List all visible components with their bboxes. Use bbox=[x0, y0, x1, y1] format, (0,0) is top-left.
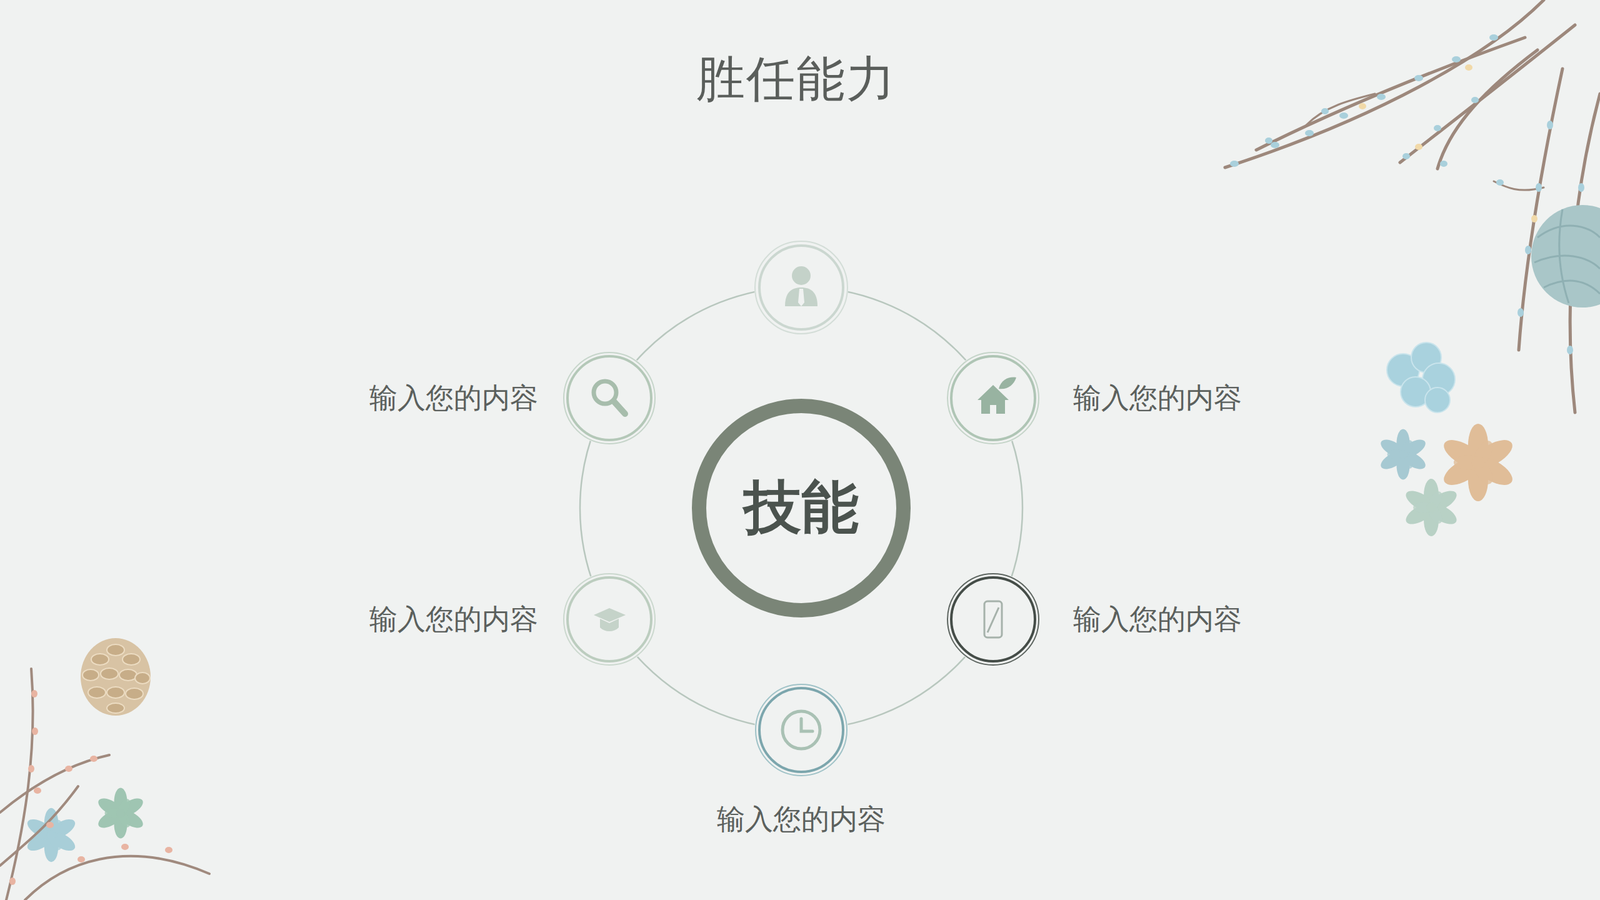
graduation-cap-icon bbox=[593, 608, 626, 632]
succulent bbox=[1378, 429, 1429, 480]
branch-decoration bbox=[1225, 0, 1600, 413]
icon-circle-node: 输入您的内容 bbox=[946, 351, 1040, 445]
icon-circle-outline bbox=[563, 573, 656, 666]
icon-circle bbox=[755, 241, 848, 334]
bud-decoration bbox=[9, 690, 173, 885]
ball-cluster bbox=[1386, 342, 1455, 413]
inner-ring bbox=[567, 577, 652, 662]
inner-ring bbox=[759, 688, 844, 772]
search-icon bbox=[593, 381, 625, 414]
branch-decoration bbox=[0, 668, 210, 900]
item-label: 输入您的内容 bbox=[1070, 602, 1245, 637]
yarn-ball bbox=[1531, 205, 1600, 308]
clock-icon bbox=[782, 711, 820, 749]
succulent bbox=[1402, 478, 1460, 537]
bud-decoration bbox=[1230, 34, 1585, 355]
pinecone bbox=[80, 638, 151, 716]
item-label: 输入您的内容 bbox=[366, 381, 541, 415]
home-icon bbox=[977, 377, 1017, 414]
icon-circle-node: 输入您的内容 bbox=[946, 573, 1040, 666]
item-label: 输入您的内容 bbox=[714, 802, 889, 837]
succulent bbox=[1439, 423, 1517, 502]
center-ring-outline bbox=[699, 406, 904, 611]
item-label: 输入您的内容 bbox=[366, 602, 541, 637]
center-label: 技能 bbox=[743, 476, 859, 540]
outer-ring bbox=[563, 573, 655, 665]
outer-ring bbox=[755, 684, 847, 776]
outer-ring bbox=[563, 352, 655, 444]
icon-circle-node: 输入您的内容 bbox=[563, 351, 656, 445]
icon-circle-outline bbox=[755, 683, 848, 777]
inner-ring bbox=[951, 356, 1035, 440]
outer-ring bbox=[947, 352, 1039, 444]
item-label: 输入您的内容 bbox=[1070, 381, 1245, 415]
skill-center-circle: 技能 bbox=[691, 398, 911, 618]
outer-ring bbox=[947, 573, 1039, 665]
succulent bbox=[24, 808, 79, 862]
bud-decoration bbox=[1358, 64, 1538, 223]
icon-circle-node: 输入您的内容 bbox=[563, 573, 656, 666]
succulent bbox=[95, 788, 147, 839]
icon-circle-node: 输入您的内容 bbox=[755, 683, 848, 777]
inner-ring bbox=[567, 356, 652, 440]
phone-icon bbox=[984, 601, 1002, 638]
person-icon bbox=[785, 266, 818, 307]
slide-title: 胜任能力 bbox=[696, 46, 897, 113]
icon-circle-outline bbox=[946, 573, 1040, 666]
circle-ground bbox=[562, 240, 1040, 777]
icon-circle-outline bbox=[563, 351, 656, 445]
orbit-ring bbox=[580, 286, 1023, 730]
inner-ring bbox=[951, 577, 1035, 662]
icon-circle-outline bbox=[946, 351, 1040, 445]
